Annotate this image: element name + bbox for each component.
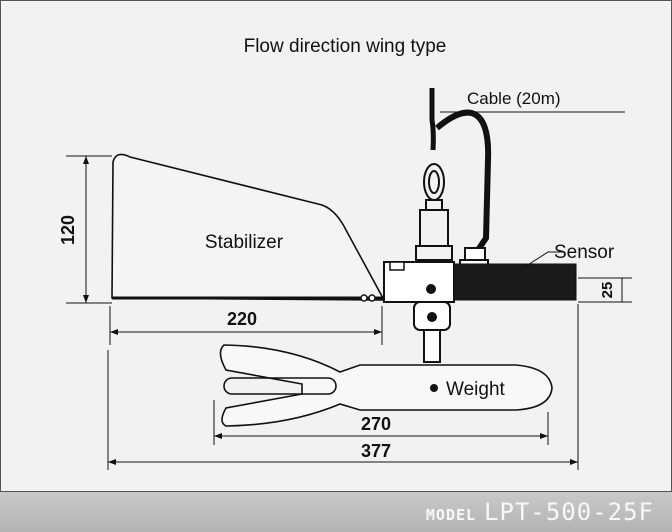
model-footer: MODEL LPT-500-25F bbox=[0, 491, 672, 532]
dimension-stabilizer-height: 120 bbox=[58, 215, 78, 245]
stabilizer-bolts bbox=[360, 294, 376, 302]
sensor-leader bbox=[519, 251, 562, 271]
weight-body bbox=[219, 344, 553, 427]
dimension-weight-length: 270 bbox=[361, 414, 391, 434]
mount-pin bbox=[427, 312, 437, 322]
sensor-diagram: Flow direction wing type Cable (20m) Sta… bbox=[58, 36, 632, 470]
weight-mount bbox=[413, 301, 451, 363]
dimension-lines bbox=[66, 155, 632, 470]
model-text: MODEL LPT-500-25F bbox=[426, 498, 654, 526]
sensor-body bbox=[383, 261, 577, 303]
stabilizer-fin bbox=[111, 153, 386, 301]
weight-slot bbox=[223, 377, 337, 395]
cable bbox=[429, 88, 625, 252]
sensor-label: Sensor bbox=[554, 242, 615, 263]
dimension-arrows bbox=[83, 156, 578, 465]
weight-dot bbox=[430, 384, 438, 392]
hanging-ring bbox=[415, 163, 453, 261]
cable-label: Cable (20m) bbox=[467, 89, 561, 108]
diagram-title: Flow direction wing type bbox=[244, 36, 447, 57]
weight-label: Weight bbox=[446, 379, 506, 400]
dimension-overall-length: 377 bbox=[361, 441, 391, 461]
model-prefix: MODEL bbox=[425, 506, 477, 524]
dimension-sensor-height: 25 bbox=[599, 282, 616, 299]
stabilizer-label: Stabilizer bbox=[205, 232, 284, 253]
dimension-stabilizer-length: 220 bbox=[227, 309, 257, 329]
model-number: LPT-500-25F bbox=[484, 498, 654, 526]
